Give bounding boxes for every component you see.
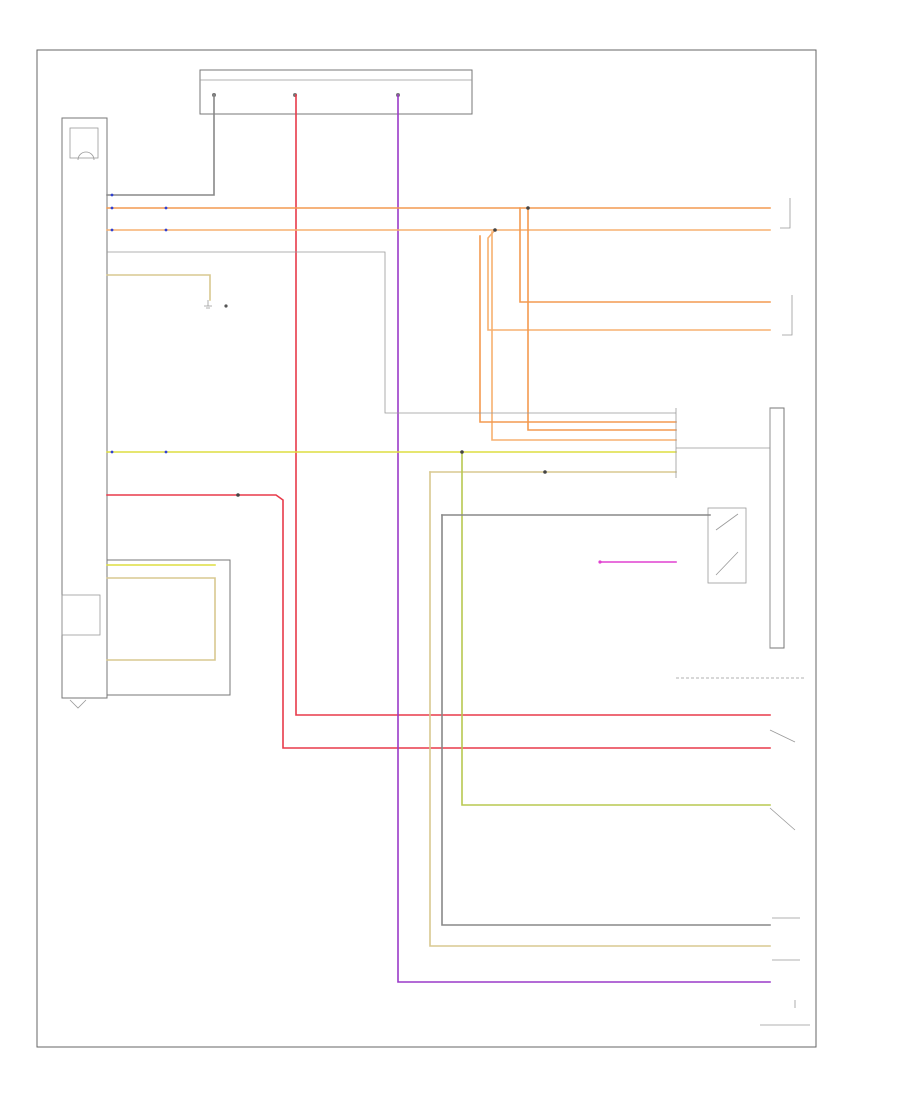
fuse-icon bbox=[212, 93, 400, 97]
wire-red-fuse bbox=[295, 94, 771, 716]
wire-gray-thin bbox=[107, 251, 676, 414]
connector-icon bbox=[77, 151, 95, 161]
transmission-control-module bbox=[61, 117, 108, 699]
sensor-icon bbox=[69, 699, 87, 709]
switch-icon bbox=[780, 198, 791, 229]
connector-ticks bbox=[675, 408, 771, 648]
pressure-sensor bbox=[61, 559, 231, 709]
wire-feed-gray bbox=[106, 94, 215, 196]
wire-orange-4 bbox=[487, 228, 771, 331]
wire-orange-3 bbox=[519, 207, 771, 303]
ground-icon bbox=[204, 300, 212, 309]
transfer-case-position-switch bbox=[769, 807, 800, 961]
fuel-level-sender bbox=[760, 1000, 810, 1026]
pin-markers bbox=[110, 193, 168, 454]
wire-tan-1 bbox=[106, 274, 211, 301]
brake-light-switch bbox=[769, 198, 796, 743]
instrument-panel-block bbox=[676, 407, 805, 679]
wire-gray-trans bbox=[441, 514, 771, 926]
splice-points bbox=[236, 206, 547, 497]
wire-red-tcm bbox=[106, 494, 771, 749]
ground-point bbox=[204, 300, 602, 564]
wire-purple bbox=[397, 94, 771, 983]
wire-green-yellow bbox=[461, 451, 771, 806]
diagram-frame bbox=[36, 49, 817, 1048]
wire-tan-3 bbox=[429, 471, 771, 947]
wire-yellow-press-2 bbox=[106, 577, 216, 661]
fuse-box bbox=[199, 69, 473, 115]
wire-orange-6 bbox=[491, 231, 677, 441]
wire-orange-7 bbox=[479, 235, 677, 423]
wire-orange-5 bbox=[527, 207, 677, 431]
